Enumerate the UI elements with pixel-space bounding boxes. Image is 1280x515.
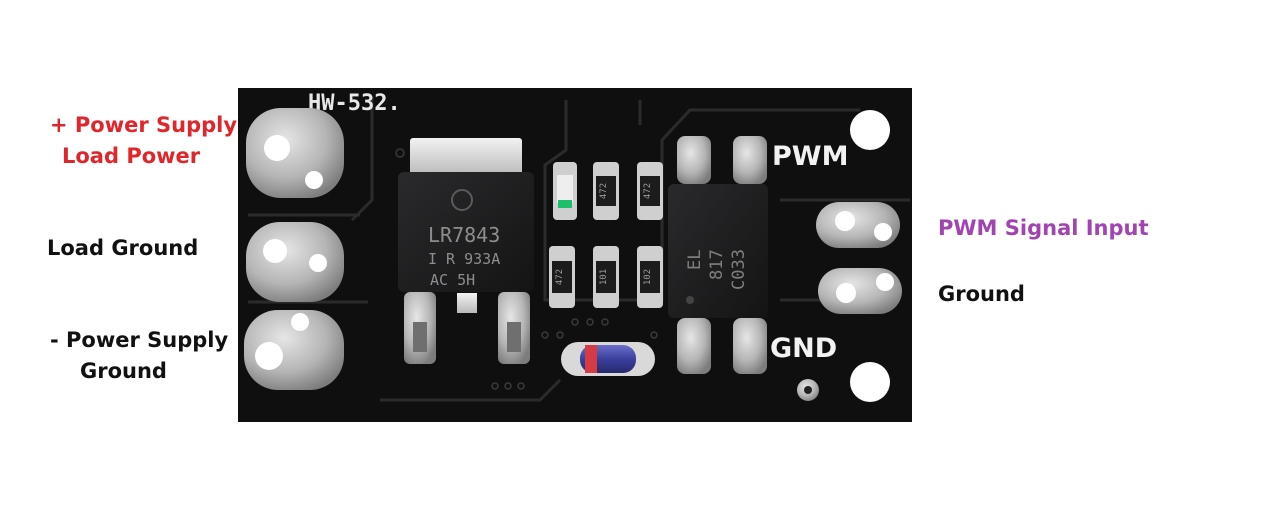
mosfet-label-1: LR7843 bbox=[428, 223, 500, 247]
resistor-bottom-c-code: 102 bbox=[643, 269, 653, 285]
resistor-bottom-c: 102 bbox=[637, 246, 663, 308]
label-power-supply: + Power Supply Load Power bbox=[50, 110, 237, 172]
opto-label-1: EL bbox=[685, 250, 705, 270]
resistor-bottom-a: 472 bbox=[549, 246, 575, 308]
opto-label-2: 817 bbox=[707, 249, 727, 280]
signal-pad-pwm bbox=[816, 202, 900, 248]
label-neg-power-supply-line2: Ground bbox=[80, 359, 167, 383]
terminal-pad-neg-supply bbox=[244, 310, 344, 390]
mosfet-label-2: I R 933A bbox=[428, 250, 500, 268]
resistor-top-b-code: 472 bbox=[643, 183, 653, 199]
mosfet-chip: LR7843 I R 933A AC 5H bbox=[398, 138, 534, 364]
label-neg-power-supply: - Power Supply Ground bbox=[50, 325, 228, 387]
pin-label-gnd: GND bbox=[770, 333, 837, 364]
resistor-bottom-b: 101 bbox=[593, 246, 619, 308]
indicator-led bbox=[553, 162, 577, 220]
optocoupler-chip: EL 817 C033 bbox=[668, 136, 768, 374]
mounting-hole-top bbox=[850, 110, 890, 150]
label-power-supply-line2: Load Power bbox=[62, 144, 201, 168]
terminal-pad-power bbox=[246, 108, 344, 198]
label-neg-power-supply-line1: - Power Supply bbox=[50, 328, 229, 352]
resistor-top-b: 472 bbox=[637, 162, 663, 220]
label-power-supply-line1: + Power Supply bbox=[50, 113, 238, 137]
terminal-pad-load-ground bbox=[246, 222, 344, 302]
signal-pad-ground bbox=[818, 268, 902, 314]
mounting-hole-bottom bbox=[850, 362, 890, 402]
pin-label-pwm: PWM bbox=[772, 141, 848, 172]
label-pwm-signal-input: PWM Signal Input bbox=[938, 216, 1149, 240]
mosfet-label-3: AC 5H bbox=[430, 271, 475, 289]
label-ground: Ground bbox=[938, 282, 1025, 306]
opto-label-3: C033 bbox=[729, 249, 749, 290]
diode bbox=[561, 342, 655, 376]
label-load-ground: Load Ground bbox=[47, 236, 199, 260]
resistor-bottom-a-code: 472 bbox=[555, 269, 565, 285]
resistor-top-a-code: 472 bbox=[599, 183, 609, 199]
resistor-bottom-b-code: 101 bbox=[599, 269, 609, 285]
resistor-top-a: 472 bbox=[593, 162, 619, 220]
